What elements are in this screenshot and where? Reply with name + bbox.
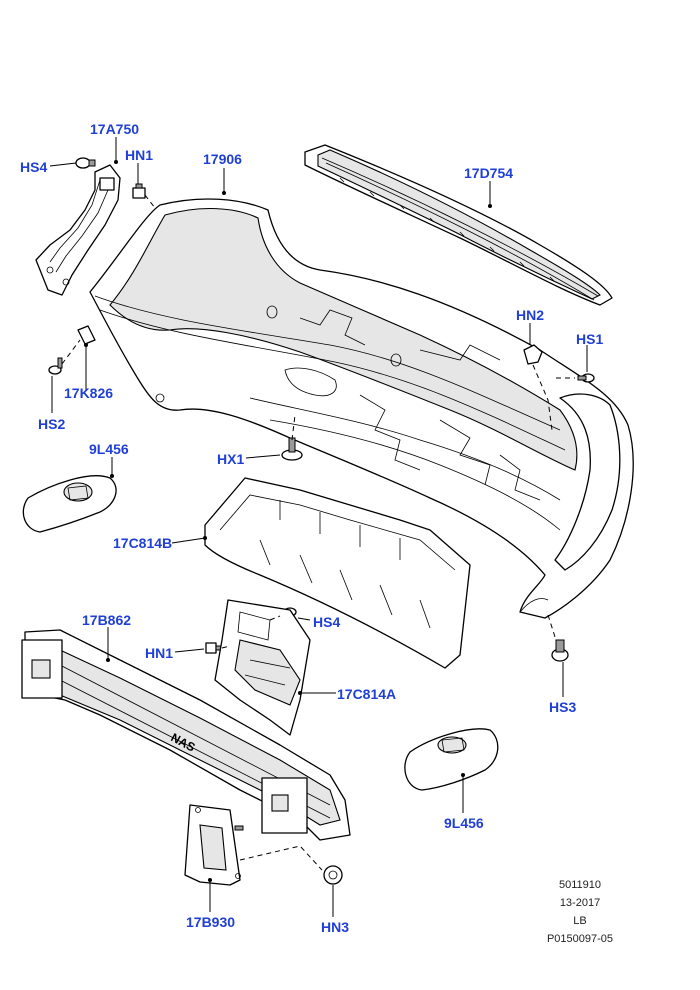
- callout-hn2: HN2: [516, 307, 545, 323]
- callout-17b930: 17B930: [186, 914, 236, 930]
- mounting-bracket-17c814a: [214, 599, 311, 736]
- callout-17b862: 17B862: [82, 612, 132, 628]
- callout-17906: 17906: [203, 151, 242, 167]
- bumper-cover-17906: [89, 198, 634, 619]
- sensor-housing-9l456-left: [22, 475, 117, 533]
- callout-hs4-mid: HS4: [313, 614, 341, 630]
- tow-bracket-17b930: [184, 804, 244, 886]
- reference-illustration-id: P0150097-05: [546, 933, 614, 945]
- callout-9l456-right: 9L456: [444, 815, 484, 831]
- energy-absorber-17c814b: [204, 477, 471, 669]
- callout-hs4-top: HS4: [20, 159, 48, 175]
- clip-17k826: [77, 325, 96, 345]
- bumper-beam-17b862: NAS: [21, 629, 351, 841]
- bracket-17a750: [35, 164, 121, 296]
- callout-hs2: HS2: [38, 416, 66, 432]
- callout-hx1: HX1: [217, 451, 245, 467]
- leader-lines: [49, 137, 588, 917]
- callout-9l456-left: 9L456: [89, 441, 129, 457]
- callout-17d754: 17D754: [464, 165, 514, 181]
- fasteners: [48, 157, 595, 885]
- callout-hs1: HS1: [576, 331, 604, 347]
- callout-17a750: 17A750: [90, 121, 140, 137]
- trim-strip-17d754: [304, 144, 613, 306]
- callout-hn3: HN3: [321, 919, 350, 935]
- callout-hn1-top: HN1: [125, 147, 154, 163]
- reference-number: 5011910: [558, 879, 601, 891]
- callout-hn1-mid: HN1: [145, 645, 174, 661]
- callout-17c814a: 17C814A: [337, 686, 397, 702]
- callout-17k826: 17K826: [64, 385, 114, 401]
- sensor-housing-9l456-right: [404, 728, 499, 791]
- callout-17c814b: 17C814B: [113, 535, 173, 551]
- reference-date: 13-2017: [559, 897, 601, 909]
- assembly-lines: [61, 194, 575, 871]
- callout-hs3: HS3: [549, 699, 577, 715]
- reference-code: LB: [573, 915, 587, 927]
